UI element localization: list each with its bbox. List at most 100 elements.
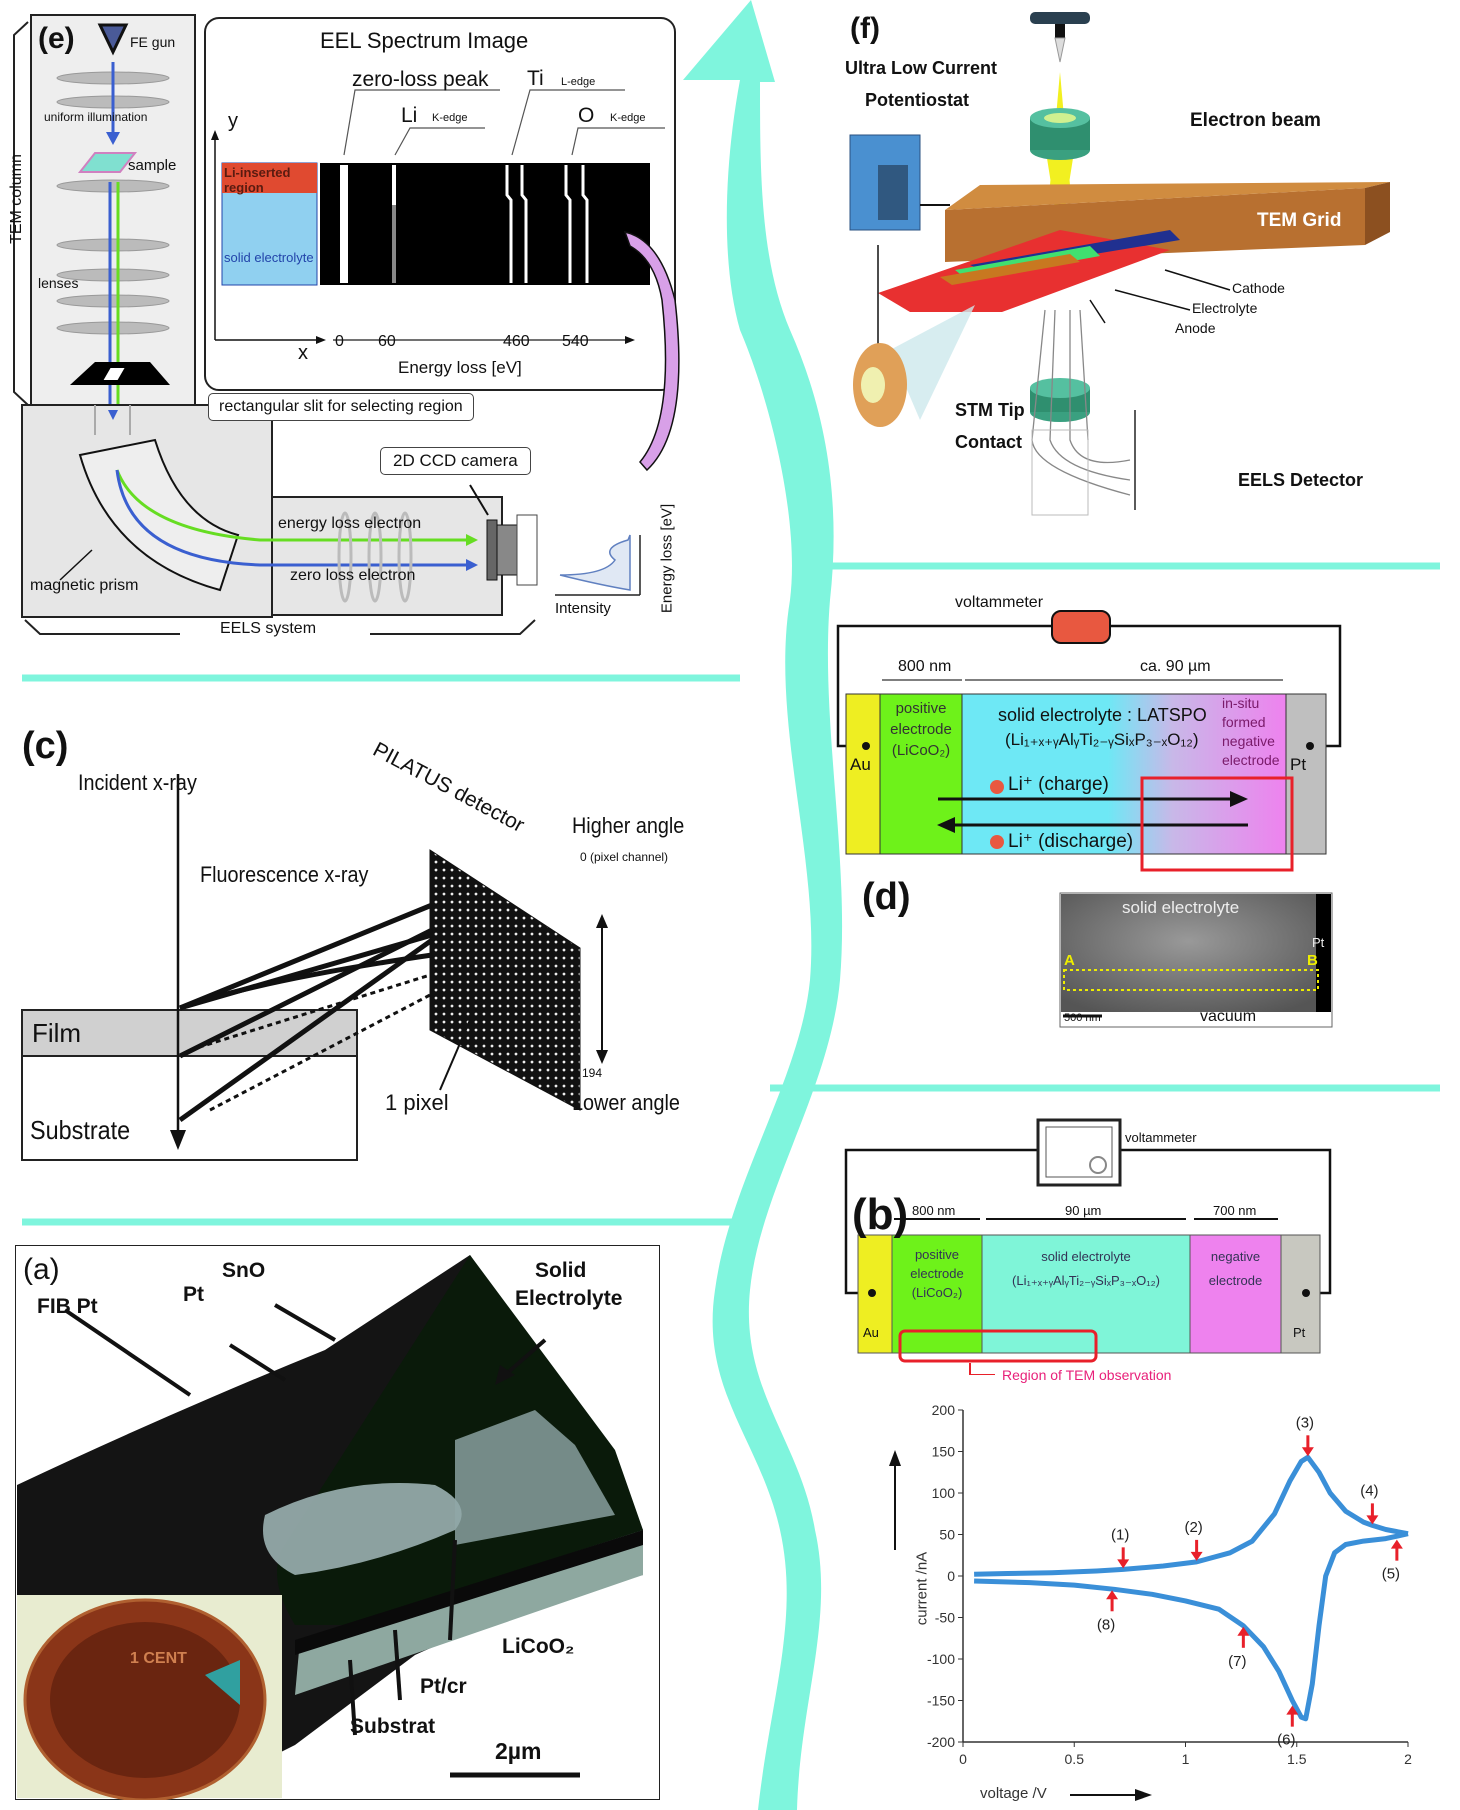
x-tick-label: 1.5 xyxy=(1287,1751,1307,1767)
lenses-label: lenses xyxy=(38,275,79,291)
tem-column-label: TEM column xyxy=(8,154,25,244)
pt-layer xyxy=(1280,1234,1321,1354)
voltammeter-label: voltammeter xyxy=(1125,1130,1197,1145)
anode-stripe xyxy=(940,254,1080,285)
ptcr-label: Pt/cr xyxy=(420,1675,467,1698)
eels-detector-label: EELS Detector xyxy=(1238,470,1364,490)
positive-line: electrode xyxy=(910,1266,964,1281)
panel-f-letter: (f) xyxy=(850,12,880,45)
x-tick-label: 1 xyxy=(1182,1751,1190,1767)
y-tick-label: 150 xyxy=(932,1444,956,1460)
cathode-label: Cathode xyxy=(1232,280,1285,296)
eel-title: EEL Spectrum Image xyxy=(320,28,529,53)
panel-f: (f) Ultra Low Current Potentiostat Elect… xyxy=(770,0,1460,560)
solid-label-1: Solid xyxy=(535,1259,587,1282)
panel-d-letter: (d) xyxy=(862,876,911,918)
solid-electrolyte-title: solid electrolyte : LATSPO xyxy=(998,705,1207,725)
coin-label: 1 CENT xyxy=(130,1650,187,1667)
prism-pointer xyxy=(59,549,93,581)
panel-a-graphics xyxy=(15,1245,660,1800)
licoo2-label: LiCoO₂ xyxy=(502,1635,575,1658)
lens xyxy=(56,321,170,335)
ti-edge-label: L-edge xyxy=(561,76,596,88)
edge-lines xyxy=(505,165,589,283)
pixel-channel-label: 0 (pixel channel) xyxy=(580,850,669,864)
sno-label: SnO xyxy=(222,1259,266,1282)
y-tick-label: -150 xyxy=(927,1693,955,1709)
panel-d-graphics xyxy=(836,610,1342,1028)
beam-arrowhead xyxy=(108,410,118,420)
slit-callout: rectangular slit for selecting region xyxy=(208,393,474,421)
annotation-arrowhead xyxy=(1190,1551,1203,1561)
o-label: O xyxy=(578,104,595,127)
point-a-label: A xyxy=(1064,952,1075,969)
annotation-label: (8) xyxy=(1097,1616,1115,1633)
zero-loss-line xyxy=(340,165,348,283)
y-tick-label: -100 xyxy=(927,1651,955,1667)
stm-tip-label-1: STM Tip xyxy=(955,400,1025,420)
pointer-lines xyxy=(63,1303,547,1736)
pink-arrow xyxy=(623,230,680,472)
dim-800-label: 800 nm xyxy=(912,1203,956,1218)
annotation-arrowhead xyxy=(1390,1539,1403,1549)
x-axis-label: x xyxy=(298,342,308,364)
eels-system-label: EELS system xyxy=(220,620,317,637)
panel-b-graphics xyxy=(844,1118,1332,1375)
panel-f-graphics xyxy=(849,12,1390,516)
licoo2-band xyxy=(295,1530,643,1655)
film-label: Film xyxy=(32,1018,82,1048)
li-edge-line xyxy=(392,165,396,205)
stm-tip-label-2: Contact xyxy=(955,432,1022,452)
li-edge-line-dim xyxy=(392,205,396,283)
eels-system-bracket xyxy=(24,619,536,635)
chip-on-coin xyxy=(205,1660,240,1705)
beam-source-icon xyxy=(1030,12,1090,24)
sample-icon xyxy=(77,152,138,173)
slit-opening xyxy=(103,368,125,380)
panel-c-graphics xyxy=(21,774,608,1161)
pilatus-detector xyxy=(429,849,581,1111)
energy-loss-electron-label: energy loss electron xyxy=(278,515,422,532)
au-label: Au xyxy=(863,1325,879,1340)
energy-loss-path xyxy=(115,469,470,542)
annotation-label: (3) xyxy=(1296,1414,1314,1431)
vacuum-label: vacuum xyxy=(1200,1008,1257,1025)
positive-line: positive xyxy=(895,700,947,717)
ccd-pointer xyxy=(469,484,489,516)
li-charge-label: Li⁺ (charge) xyxy=(1008,774,1109,795)
scale-label: 2µm xyxy=(495,1738,542,1764)
voltammeter-label: voltammeter xyxy=(955,594,1044,611)
spectrum-curve xyxy=(559,534,631,591)
panel-a-letter: (a) xyxy=(23,1253,60,1286)
lenses xyxy=(56,71,170,335)
energy-tick-0: 0 xyxy=(335,333,344,350)
ti-label: Ti xyxy=(527,67,544,90)
scale-label: 500 nm xyxy=(1064,1012,1101,1024)
ccd-callout: 2D CCD camera xyxy=(380,447,531,475)
solid-line: solid electrolyte xyxy=(1041,1249,1131,1264)
li-inserted-label: Li-inserted region xyxy=(224,165,291,195)
solid-electrolyte-region xyxy=(981,1234,1191,1354)
magnetic-prism-label: magnetic prism xyxy=(30,577,139,594)
li-label: Li xyxy=(401,104,418,127)
panel-e: (e) FE gun uniform illumination sample l… xyxy=(0,0,700,660)
electron-beam-label: Electron beam xyxy=(1190,110,1321,131)
chart-axes xyxy=(962,1410,1408,1743)
fe-gun-label: FE gun xyxy=(130,34,176,50)
tem-column-bracket xyxy=(13,21,29,406)
solid-electrolyte-label: solid electrolyte (Li₁₊ₓ₊ᵧAlᵧTi₂₋ᵧSiₓP₃₋… xyxy=(982,1245,1190,1293)
dim-700-label: 700 nm xyxy=(1213,1203,1257,1218)
li-edge-label: K-edge xyxy=(432,112,468,124)
beam-arrowhead xyxy=(106,132,120,145)
negative-electrode-label: negative electrode xyxy=(1190,1245,1281,1293)
pt-label: Pt xyxy=(1290,755,1307,774)
intensity-label: Intensity xyxy=(555,600,611,617)
panel-b-letter: (b) xyxy=(852,1190,909,1239)
potentiostat-label-1: Ultra Low Current xyxy=(845,58,998,78)
incident-label: Incident x-ray xyxy=(78,770,197,795)
positive-electrode-label: positive electrode (LiCoO₂) xyxy=(892,1245,982,1302)
panel-c-letter: (c) xyxy=(22,725,69,767)
region-tem-box xyxy=(898,1329,1098,1363)
chart-ylabel: current /nA xyxy=(913,1551,931,1626)
edge-pointers xyxy=(343,89,665,156)
